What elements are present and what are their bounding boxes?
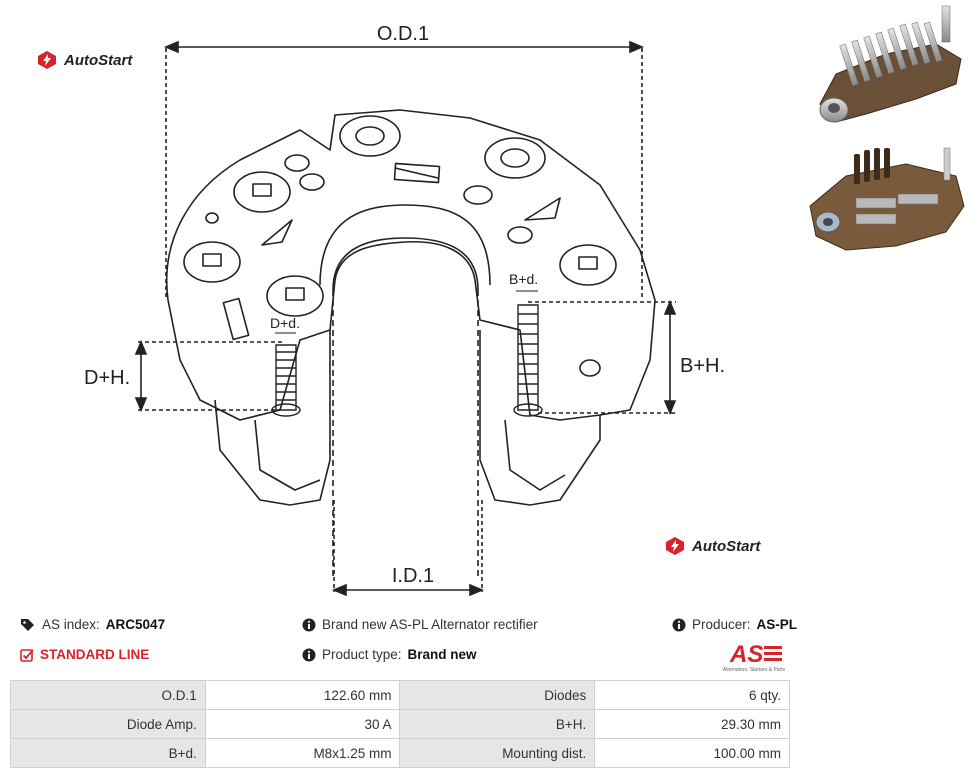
autostart-logo-icon: [666, 537, 684, 555]
product-description-text: Brand new AS-PL Alternator rectifier: [322, 617, 538, 632]
standard-line-badge: STANDARD LINE: [20, 647, 149, 662]
product-type-label: Product type:: [322, 647, 402, 662]
as-index: AS index: ARC5047: [20, 617, 165, 632]
svg-text:AS: AS: [729, 641, 763, 668]
dimension-label-dh: D+H.: [84, 367, 130, 389]
spec-value: 30 A: [204, 709, 401, 739]
dimension-label-dd: D+d.: [270, 315, 300, 331]
spec-value: 122.60 mm: [204, 680, 401, 710]
spec-label: O.D.1: [10, 680, 206, 710]
producer-value: AS-PL: [756, 617, 798, 632]
as-index-label: AS index:: [42, 617, 100, 632]
as-index-value: ARC5047: [105, 617, 166, 632]
dimension-label-id: I.D.1: [392, 565, 434, 587]
product-type-value: Brand new: [407, 647, 477, 662]
autostart-logo-icon: [38, 51, 56, 69]
autostart-logo-text: AutoStart: [692, 537, 761, 555]
spec-label: Mounting dist.: [399, 738, 596, 768]
svg-text:Alternators, Starters & Parts: Alternators, Starters & Parts: [723, 667, 786, 673]
info-circle-icon: [672, 618, 686, 631]
producer-label: Producer:: [692, 617, 751, 632]
spec-label: Diode Amp.: [10, 709, 206, 739]
info-circle-icon: [302, 618, 316, 631]
dimension-label-bh: B+H.: [680, 355, 725, 377]
check-square-icon: [20, 648, 34, 662]
product-description: Brand new AS-PL Alternator rectifier: [302, 617, 538, 632]
standard-line-label: STANDARD LINE: [40, 647, 150, 662]
spec-label: B+d.: [10, 738, 206, 768]
spec-label: Diodes: [399, 680, 596, 710]
rectifier-technical-drawing: O.D.1 I.D.1 D+H. D+d. B+H. B+d.: [84, 23, 725, 597]
dimension-label-bd: B+d.: [509, 271, 538, 287]
autostart-logo-bottom: AutoStart: [664, 536, 760, 556]
autostart-logo-text: AutoStart: [64, 51, 133, 69]
producer: Producer: AS-PL: [672, 617, 797, 632]
product-photo-top[interactable]: [806, 4, 970, 134]
rectifier-body-outline: [166, 109, 656, 421]
autostart-logo-top: AutoStart: [36, 50, 132, 70]
tags-icon: [21, 618, 34, 631]
spec-value: 100.00 mm: [594, 738, 790, 768]
product-photo-bottom[interactable]: [806, 136, 970, 264]
spec-value: M8x1.25 mm: [204, 738, 401, 768]
spec-value: 6 qty.: [594, 680, 790, 710]
as-pl-logo: AS Alternators, Starters & Parts: [723, 641, 786, 673]
info-circle-icon: [302, 648, 316, 661]
dimension-label-od: O.D.1: [377, 23, 429, 45]
spec-label: B+H.: [399, 709, 596, 739]
product-type: Product type: Brand new: [302, 647, 477, 662]
spec-value: 29.30 mm: [594, 709, 790, 739]
